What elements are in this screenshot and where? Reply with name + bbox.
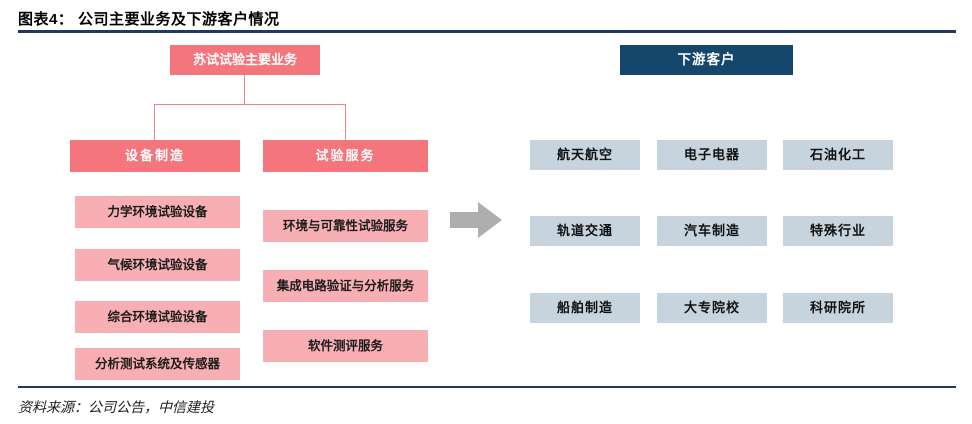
customer-box-petrochemical: 石油化工 <box>783 140 893 170</box>
leaf-box-service-1: 环境与可靠性试验服务 <box>263 210 428 242</box>
customer-box-aerospace: 航天航空 <box>530 140 640 170</box>
customer-box-special-industry: 特殊行业 <box>783 216 893 246</box>
downstream-customers-header: 下游客户 <box>620 45 793 75</box>
branch-box-equipment: 设备制造 <box>70 140 240 172</box>
connector-root-stem <box>244 75 245 104</box>
customer-box-shipbuilding: 船舶制造 <box>530 293 640 323</box>
figure-title: 图表4： 公司主要业务及下游客户情况 <box>18 11 280 28</box>
customer-box-automotive: 汽车制造 <box>657 216 767 246</box>
connector-branch-right <box>345 104 346 140</box>
root-business-box: 苏试试验主要业务 <box>170 45 320 75</box>
title-divider-line <box>18 30 956 33</box>
customer-box-electronics: 电子电器 <box>657 140 767 170</box>
leaf-box-service-2: 集成电路验证与分析服务 <box>263 270 428 302</box>
leaf-box-equipment-3: 综合环境试验设备 <box>75 301 240 333</box>
leaf-box-equipment-1: 力学环境试验设备 <box>75 196 240 228</box>
connector-branch-left <box>154 104 155 140</box>
leaf-box-equipment-4: 分析测试系统及传感器 <box>75 348 240 380</box>
right-arrow-icon <box>450 202 502 238</box>
customer-box-rail-transit: 轨道交通 <box>530 216 640 246</box>
leaf-box-equipment-2: 气候环境试验设备 <box>75 249 240 281</box>
branch-box-service: 试验服务 <box>263 140 428 172</box>
footer-divider-line <box>18 386 956 388</box>
source-note: 资料来源：公司公告，中信建投 <box>18 401 214 416</box>
connector-branch-bar <box>154 104 346 105</box>
leaf-box-service-3: 软件测评服务 <box>263 330 428 362</box>
customer-box-research-institutes: 科研院所 <box>783 293 893 323</box>
customer-box-colleges: 大专院校 <box>657 293 767 323</box>
